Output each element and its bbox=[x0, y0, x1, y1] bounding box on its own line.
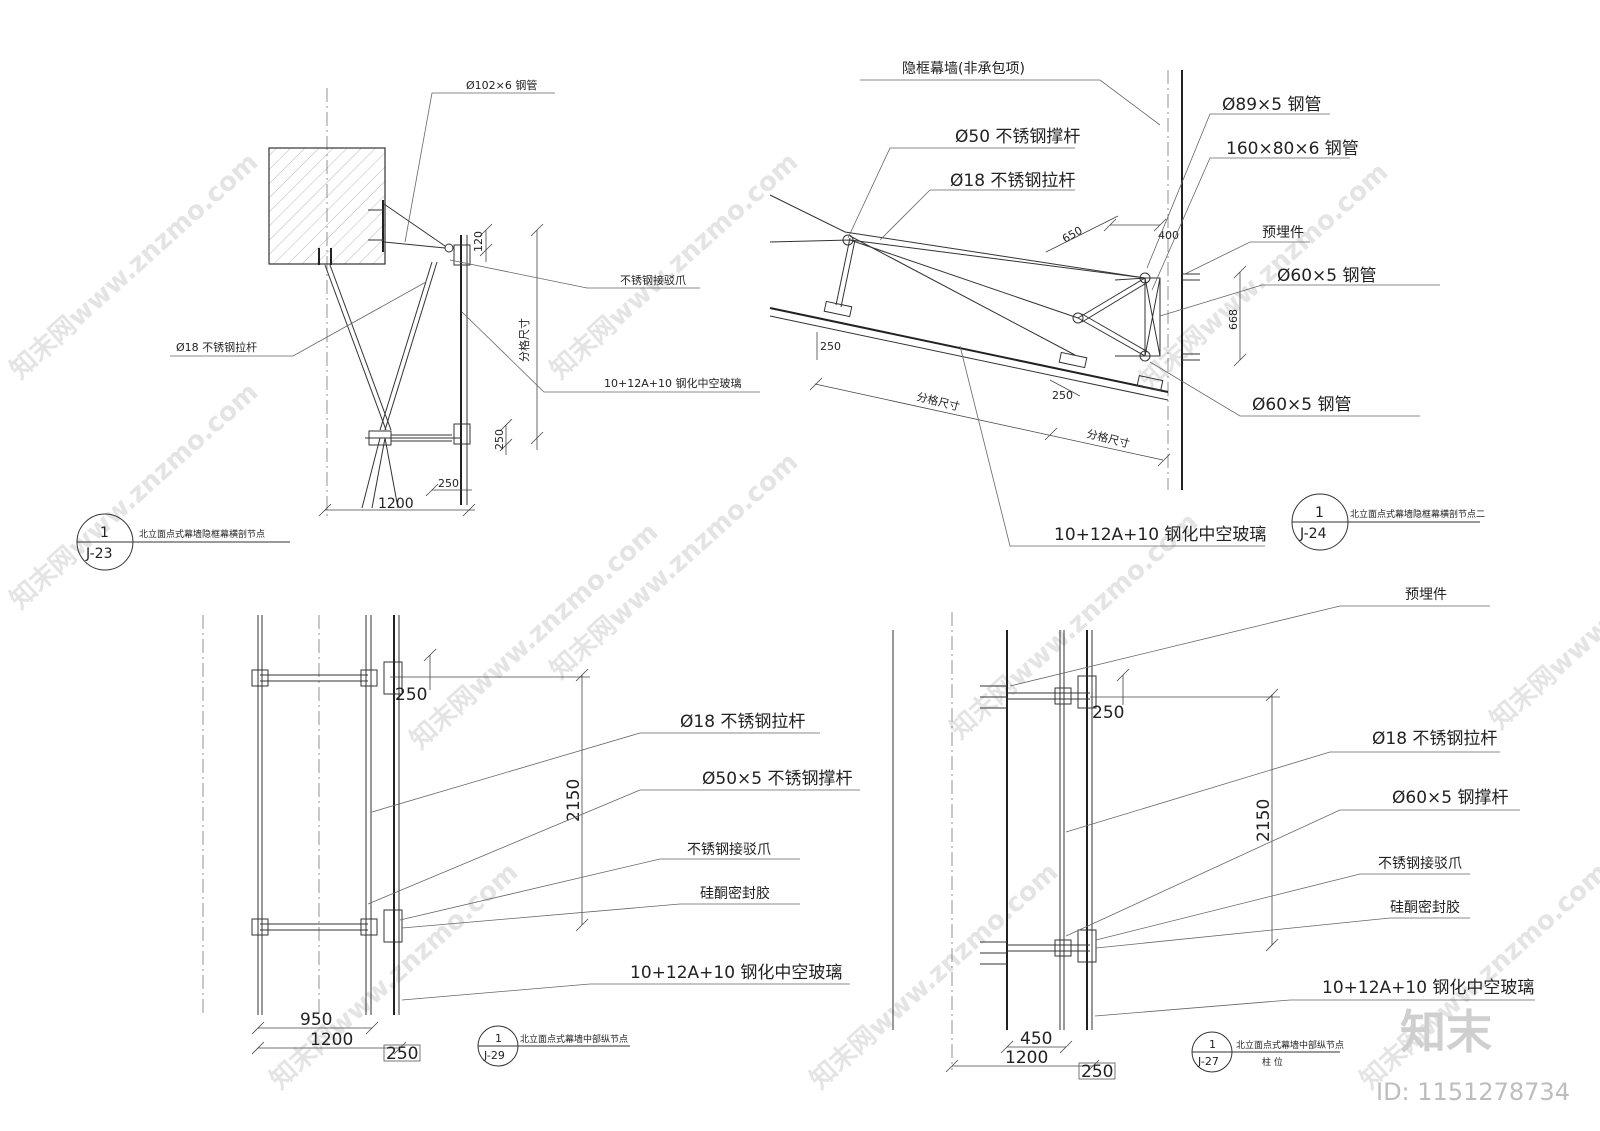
label-rod-18: Ø18 不锈钢拉杆 bbox=[176, 340, 257, 354]
concrete-column bbox=[268, 147, 386, 265]
dim-250: 250 bbox=[395, 685, 427, 705]
label-glass: 10+12A+10 钢化中空玻璃 bbox=[630, 963, 842, 983]
label-glass: 10+12A+10 钢化中空玻璃 bbox=[1322, 978, 1534, 998]
dim-250-a: 250 bbox=[820, 340, 841, 353]
watermark-text: 知末网www.znzmo.com bbox=[545, 147, 805, 385]
title-sheet: J-24 bbox=[1299, 526, 1327, 542]
dim-250-vertical: 250 bbox=[493, 429, 506, 450]
label-sealant: 硅酮密封胶 bbox=[700, 885, 770, 902]
dim-950: 950 bbox=[300, 1010, 332, 1030]
watermark-text: 知末网www.znzmo.com bbox=[1485, 497, 1600, 735]
dim-400: 400 bbox=[1158, 229, 1179, 242]
title-sheet: J-23 bbox=[85, 546, 113, 562]
label-curtain-wall: 隐框幕墙(非承包项) bbox=[902, 61, 1025, 77]
detail-j27: 250 2150 450 1200 250 预埋件 Ø18 不锈钢拉杆 Ø60×… bbox=[892, 587, 1535, 1082]
title-num: 1 bbox=[1315, 505, 1324, 521]
watermark-text: 知末网www.znzmo.com bbox=[545, 447, 805, 685]
dim-250-horizontal: 250 bbox=[438, 477, 459, 490]
title-name: 北立面点式幕墙隐框幕横剖节点 bbox=[139, 528, 265, 540]
label-embed: 预埋件 bbox=[1262, 225, 1304, 241]
title-sub: 柱 位 bbox=[1262, 1056, 1283, 1068]
detail-j23: 120 250 250 1200 分格尺寸 Ø102×6 钢管 不锈钢接驳爪 Ø… bbox=[76, 78, 760, 571]
dim-2150: 2150 bbox=[1254, 799, 1274, 842]
label-grid-size-2: 分格尺寸 bbox=[1085, 426, 1131, 450]
dim-1200: 1200 bbox=[378, 496, 414, 512]
label-steel-pipe-102: Ø102×6 钢管 bbox=[466, 78, 537, 92]
label-rod-18: Ø18 不锈钢拉杆 bbox=[1372, 729, 1497, 749]
label-claw: 不锈钢接驳爪 bbox=[1378, 855, 1462, 872]
detail-j29: 250 2150 950 1200 250 Ø18 不锈钢拉杆 Ø50×5 不锈… bbox=[202, 615, 860, 1067]
title-sheet: J-29 bbox=[483, 1049, 505, 1062]
dim-250: 250 bbox=[1092, 703, 1124, 723]
watermark-text: 知末网www.znzmo.com bbox=[1355, 857, 1600, 1095]
label-pipe-89: Ø89×5 钢管 bbox=[1222, 95, 1321, 115]
dim-668: 668 bbox=[1227, 309, 1240, 330]
title-sheet: J-27 bbox=[1197, 1055, 1219, 1068]
watermark-text: 知末网www.znzmo.com bbox=[405, 517, 665, 755]
label-rod-18: Ø18 不锈钢拉杆 bbox=[680, 712, 805, 732]
watermark-logo: 知末 bbox=[1400, 1005, 1492, 1059]
title-name: 北立面点式幕墙隐框幕横剖节点二 bbox=[1350, 508, 1485, 520]
label-pipe-60-a: Ø60×5 钢管 bbox=[1277, 266, 1376, 286]
title-num: 1 bbox=[1209, 1038, 1216, 1051]
dim-650: 650 bbox=[1060, 224, 1085, 246]
title-num: 1 bbox=[100, 525, 109, 541]
dim-120: 120 bbox=[472, 231, 485, 252]
dim-1200: 1200 bbox=[1005, 1048, 1048, 1068]
dim-250-b: 250 bbox=[386, 1044, 418, 1064]
label-embed: 预埋件 bbox=[1405, 587, 1447, 603]
label-strut-50: Ø50×5 不锈钢撑杆 bbox=[702, 769, 852, 789]
title-num: 1 bbox=[495, 1032, 502, 1045]
label-strut-50: Ø50 不锈钢撑杆 bbox=[955, 127, 1080, 147]
label-pipe-60-b: Ø60×5 钢管 bbox=[1252, 395, 1351, 415]
watermark-text: 知末网www.znzmo.com bbox=[5, 377, 265, 615]
title-name: 北立面点式幕墙中部纵节点 bbox=[1236, 1039, 1344, 1051]
label-glass: 10+12A+10 钢化中空玻璃 bbox=[1054, 525, 1266, 545]
label-rod-18: Ø18 不锈钢拉杆 bbox=[950, 171, 1075, 191]
label-grid-size-1: 分格尺寸 bbox=[915, 389, 961, 413]
dim-450: 450 bbox=[1020, 1029, 1052, 1049]
label-pipe-160: 160×80×6 钢管 bbox=[1226, 139, 1359, 159]
label-glass: 10+12A+10 钢化中空玻璃 bbox=[604, 376, 741, 390]
label-claw: 不锈钢接驳爪 bbox=[687, 841, 771, 858]
dim-2150: 2150 bbox=[564, 779, 584, 822]
label-sealant: 硅酮密封胶 bbox=[1390, 899, 1460, 916]
detail-j24: 650 400 668 250 250 分格尺寸 分格尺寸 隐框幕墙(非承包项)… bbox=[769, 61, 1485, 551]
dim-1200: 1200 bbox=[310, 1030, 353, 1050]
dim-250-b: 250 bbox=[1052, 389, 1073, 402]
title-name: 北立面点式幕墙中部纵节点 bbox=[520, 1033, 628, 1045]
watermark-id: ID: 1151278734 bbox=[1376, 1078, 1570, 1106]
label-claw: 不锈钢接驳爪 bbox=[620, 274, 686, 287]
dim-250-b: 250 bbox=[1081, 1062, 1113, 1082]
label-strut-60: Ø60×5 钢撑杆 bbox=[1392, 788, 1508, 808]
label-grid-size: 分格尺寸 bbox=[517, 318, 531, 362]
